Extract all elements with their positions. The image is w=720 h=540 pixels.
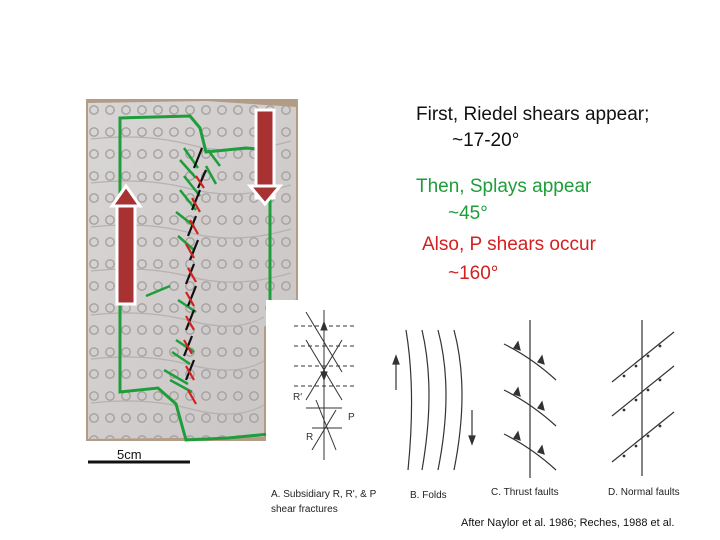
normal-faults-diagram	[611, 320, 675, 476]
panel-d	[598, 312, 688, 484]
thrust-faults-diagram	[503, 320, 557, 478]
scale-bar-label: 5cm	[117, 447, 142, 462]
splay-angle: ~45°	[448, 203, 488, 224]
label-r: R	[306, 432, 314, 443]
down-arrow-icon	[246, 108, 284, 207]
caption-c: C. Thrust faults	[491, 487, 559, 498]
riedel-text: First, Riedel shears appear;	[416, 104, 650, 125]
panel-a: R' P R	[266, 300, 386, 480]
credit-text: After Naylor et al. 1986; Reches, 1988 e…	[461, 517, 675, 529]
caption-a-line2: shear fractures	[271, 504, 338, 515]
caption-d: D. Normal faults	[608, 487, 680, 498]
riedel-diagram	[294, 310, 356, 460]
p-shear-angle: ~160°	[448, 263, 499, 284]
folds-diagram	[392, 329, 476, 471]
caption-a-line1: A. Subsidiary R, R', & P	[271, 489, 377, 500]
label-p: P	[348, 412, 355, 423]
p-shear-text: Also, P shears occur	[422, 234, 596, 255]
splay-text: Then, Splays appear	[416, 176, 592, 197]
p-shears	[183, 175, 205, 405]
up-arrow-icon	[109, 183, 143, 306]
splay-fractures	[145, 147, 221, 394]
caption-b: B. Folds	[410, 490, 447, 501]
panel-b	[388, 320, 480, 480]
panel-c	[484, 314, 580, 484]
riedel-angle: ~17-20°	[452, 130, 520, 151]
label-r-prime: R'	[293, 392, 303, 403]
